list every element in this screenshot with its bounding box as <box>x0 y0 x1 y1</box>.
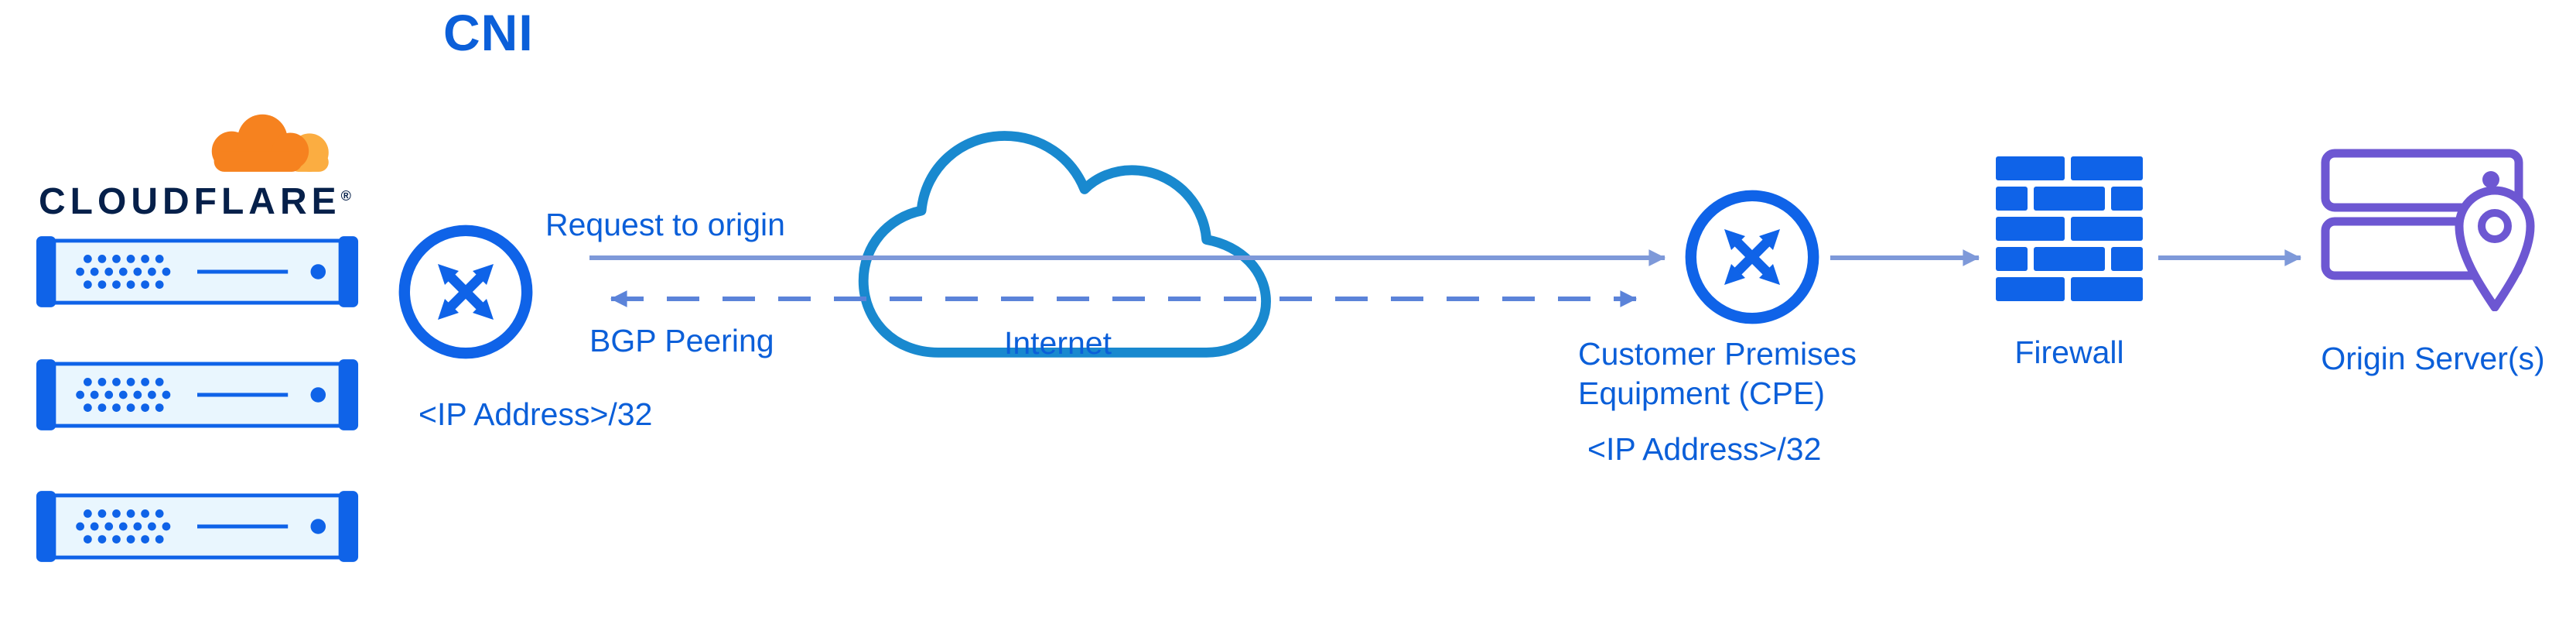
server-rack-icon <box>35 485 360 568</box>
registered-mark: ® <box>340 188 351 204</box>
origin-server-label: Origin Server(s) <box>2321 341 2545 376</box>
request-to-origin-label: Request to origin <box>545 207 785 242</box>
cloudflare-brand-text: CLOUDFLARE <box>39 181 341 222</box>
server-rack-icon <box>35 230 360 314</box>
edge-router-icon <box>396 222 535 362</box>
bgp-peering-label: BGP Peering <box>589 323 774 358</box>
edge-router-ip-label: <IP Address>/32 <box>419 396 653 432</box>
firewall-brick-icon <box>1996 156 2143 301</box>
diagram-title: CNI <box>443 4 534 61</box>
cpe-ip-label: <IP Address>/32 <box>1587 431 1822 467</box>
server-rack-icon <box>35 353 360 437</box>
internet-label: Internet <box>1003 325 1112 361</box>
cloudflare-wordmark: CLOUDFLARE® <box>39 180 351 223</box>
origin-server-icon <box>2321 149 2535 311</box>
cpe-router-icon <box>1683 187 1822 327</box>
cloudflare-cloud-icon <box>211 114 329 172</box>
firewall-label: Firewall <box>2014 334 2124 370</box>
cpe-label: Customer Premises Equipment (CPE) <box>1578 336 1866 412</box>
location-pin-icon <box>2455 186 2535 311</box>
